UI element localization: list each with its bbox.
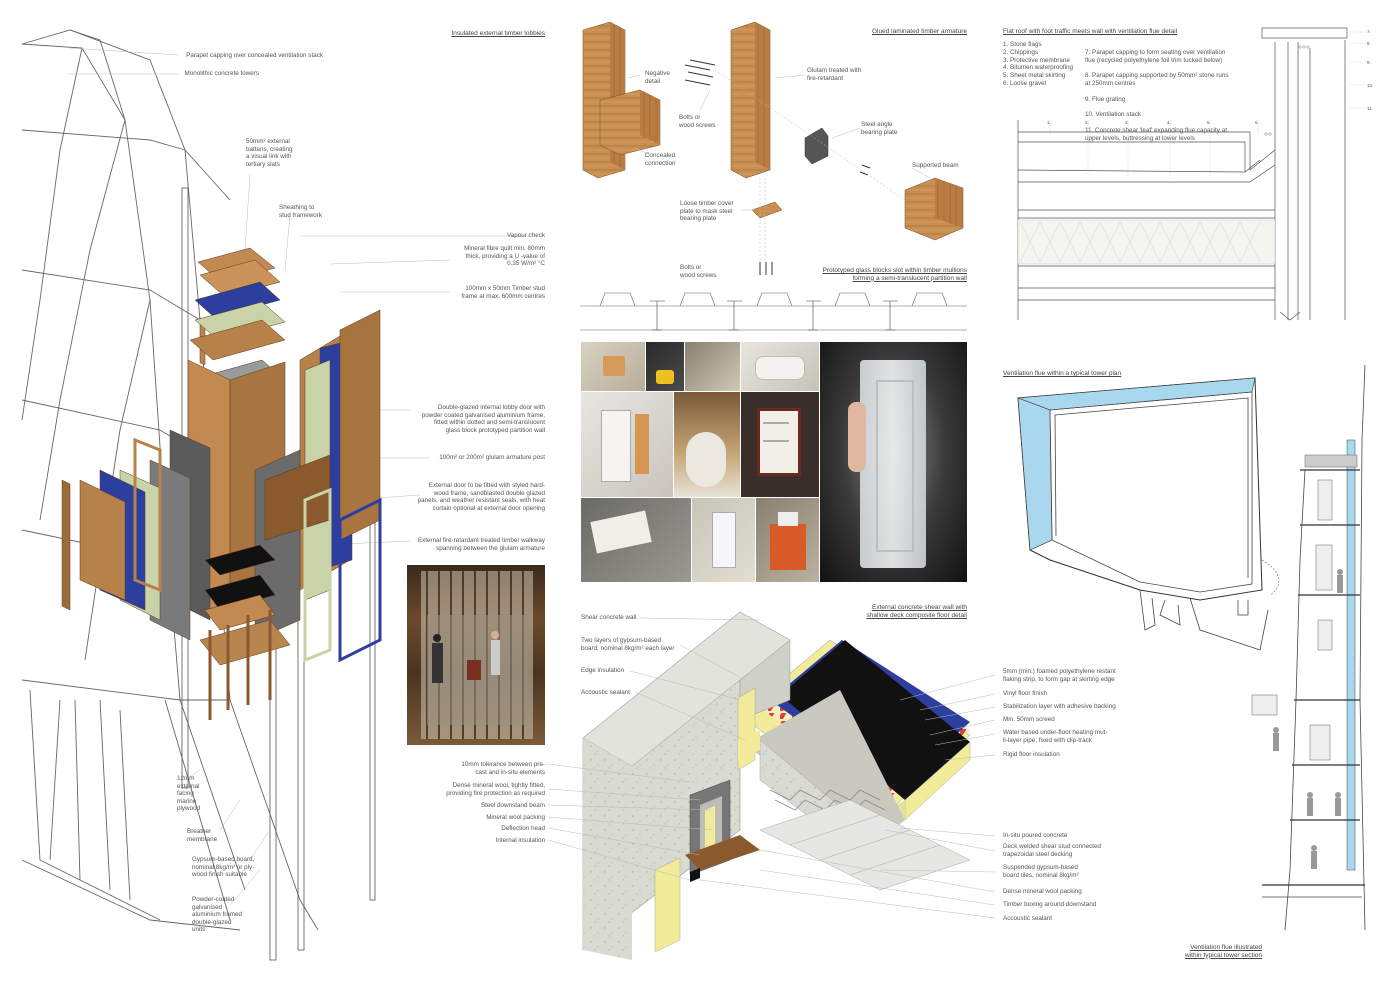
roof-legend-item: 4. Bitumen waterproofing xyxy=(1003,64,1074,72)
title-lobbies: Insulated external timber lobbies xyxy=(451,30,545,37)
label-ext-door: External door to be fitted with styled h… xyxy=(417,482,545,512)
label-concealed: Concealed connection xyxy=(645,152,676,167)
marker-6: 6. xyxy=(1255,120,1259,125)
title-flue-section: Ventilation flue illustrated within typi… xyxy=(1185,944,1262,959)
marker-7: 7. xyxy=(1367,29,1371,34)
label-steel: Steel downstand beam xyxy=(480,802,545,809)
photo-kiln xyxy=(741,392,819,497)
glass-block-strip xyxy=(580,292,967,331)
roof-legend-right: 7. Parapet capping to form seating over … xyxy=(1085,41,1229,150)
marker-3: 3. xyxy=(1125,120,1129,125)
label-mineral: Mineral fibre quilt min. 80mm thick, pro… xyxy=(464,245,545,268)
label-powder: Powder-coated galvanised aluminium frame… xyxy=(192,896,243,934)
roof-legend-item: 10. Ventilation stack xyxy=(1085,111,1142,119)
roof-legend-item: 11. Concrete shear 'leaf' expanding flue… xyxy=(1085,126,1227,142)
label-negative: Negative detail xyxy=(645,70,670,85)
marker-5: 5. xyxy=(1207,120,1211,125)
label-shear: Shear concrete wall xyxy=(581,614,637,621)
label-gypsum: Gypsum-based board, nominal 8kg/m² or pl… xyxy=(192,856,255,879)
marker-4: 4. xyxy=(1167,120,1171,125)
label-vinyl: Vinyl floor finish xyxy=(1003,690,1047,697)
roof-legend-item: 2. Chippings xyxy=(1003,48,1039,56)
roof-legend-item: 6. Loose gravel xyxy=(1003,79,1047,87)
photo-cast xyxy=(674,392,740,497)
title-flue-plan: Ventilation flue within a typical tower … xyxy=(1003,370,1122,377)
label-sealant2: Accoustic sealant xyxy=(1003,915,1053,922)
roof-legend-item: 3. Protective membrane xyxy=(1003,56,1070,64)
lobby-interior-render xyxy=(407,565,545,745)
label-parapet: Parapet capping over concealed ventilati… xyxy=(186,52,323,59)
roof-legend-item: 9. Flue grating xyxy=(1085,95,1126,103)
roof-legend-item: 1. Stone flags xyxy=(1003,41,1042,48)
roof-legend-item: 8. Parapet capping supported by 50mm² st… xyxy=(1085,72,1229,87)
label-rigid: Rigid floor insulation xyxy=(1003,751,1060,758)
label-vapour: Vapour check xyxy=(506,232,545,239)
label-edge: Edge insulation xyxy=(581,667,625,674)
label-deck: Deck welded shear stud connected trapezo… xyxy=(1003,843,1102,858)
label-dense2: Dense mineral wool packing xyxy=(1003,888,1082,895)
label-door: Double-glazed internal lobby door with p… xyxy=(421,404,545,434)
label-plywood: 12mm external facing marine plywood xyxy=(177,775,201,813)
label-breather: Breather membrane xyxy=(187,828,218,843)
label-stud: 100mm x 50mm Timber stud frame at max. 6… xyxy=(461,285,545,300)
photo-rubble xyxy=(581,498,691,582)
label-internal: Internal insulation xyxy=(495,837,545,844)
title-glulam: Glued laminated timber armature xyxy=(871,28,967,35)
label-insitu: In-situ poured concrete xyxy=(1003,832,1068,839)
photo-press xyxy=(756,498,819,582)
label-sheathing: Sheathing to stud framework xyxy=(279,204,323,219)
label-stabil: Stabilization layer with adhesive backin… xyxy=(1003,703,1116,710)
label-battens: 50mm² external battens, creating a visua… xyxy=(246,138,293,168)
label-ceiling: Suspended gypsum-based board tiles, nomi… xyxy=(1003,864,1079,879)
label-deflection: Deflection head xyxy=(501,825,545,832)
exploded-lobby xyxy=(61,247,382,720)
label-tolerance: 10mm tolerance between pre- cast and in-… xyxy=(461,761,545,776)
photo-mould-2 xyxy=(646,342,684,391)
roof-legend-left: 1. Stone flags 2. Chippings 3. Protectiv… xyxy=(1003,41,1073,88)
label-two-layers: Two layers of gypsum-based board, nomina… xyxy=(581,637,675,652)
marker-8: 8. xyxy=(1367,41,1371,46)
label-supported: Supported beam xyxy=(912,162,959,169)
label-heating: Water based under-floor heating mut- li-… xyxy=(1003,729,1108,744)
title-flat-roof: Flat roof with foot traffic meets wall w… xyxy=(1003,28,1178,35)
label-packing: Mineral wool packing xyxy=(486,814,545,821)
photo-plaster-mould xyxy=(581,392,673,497)
marker-9: 9. xyxy=(1367,60,1371,65)
label-cover: Loose timber cover plate to mask steel b… xyxy=(680,200,734,223)
marker-11: 11. xyxy=(1367,106,1373,111)
photo-clear-block xyxy=(692,498,755,582)
photo-mould-3 xyxy=(685,342,740,391)
photo-mould-4 xyxy=(741,342,819,391)
photo-glass-block-hand xyxy=(820,342,967,582)
label-towers: Monolithic concrete towers xyxy=(184,70,259,77)
label-treated: Glulam treated with fire-retardant xyxy=(807,67,862,82)
label-bolts1: Bolts or wood screws xyxy=(679,114,716,129)
title-glass-blocks: Prototyped glass blocks slot within timb… xyxy=(822,267,967,282)
title-shear-wall: External concrete shear wall with shallo… xyxy=(866,604,967,619)
label-acoustic: Accoustic sealant xyxy=(581,689,631,696)
roof-legend-item: 7. Parapet capping to form seating over … xyxy=(1085,48,1226,64)
label-screed: Min. 50mm screed xyxy=(1003,716,1055,723)
marker-2: 2. xyxy=(1085,120,1089,125)
photo-mould-1 xyxy=(581,342,645,391)
label-boxing: Timber boxing around downstand xyxy=(1003,901,1097,908)
marker-1: 1. xyxy=(1047,120,1051,125)
label-post: 100m² or 200m² glulam armature post xyxy=(439,454,545,461)
label-bolts2: Bolts or wood screws xyxy=(680,264,717,279)
marker-10: 10. xyxy=(1367,83,1374,88)
label-dense: Dense mineral wool, tightly fitted, prov… xyxy=(446,782,545,797)
label-angle: Steel angle bearing plate xyxy=(861,121,898,136)
label-foam: 5mm (min.) foamed polyethylene restant f… xyxy=(1003,668,1116,683)
label-walkway: External fire-retardant treated timber w… xyxy=(417,537,545,552)
roof-legend-item: 5. Sheet metal skirting xyxy=(1003,72,1066,80)
